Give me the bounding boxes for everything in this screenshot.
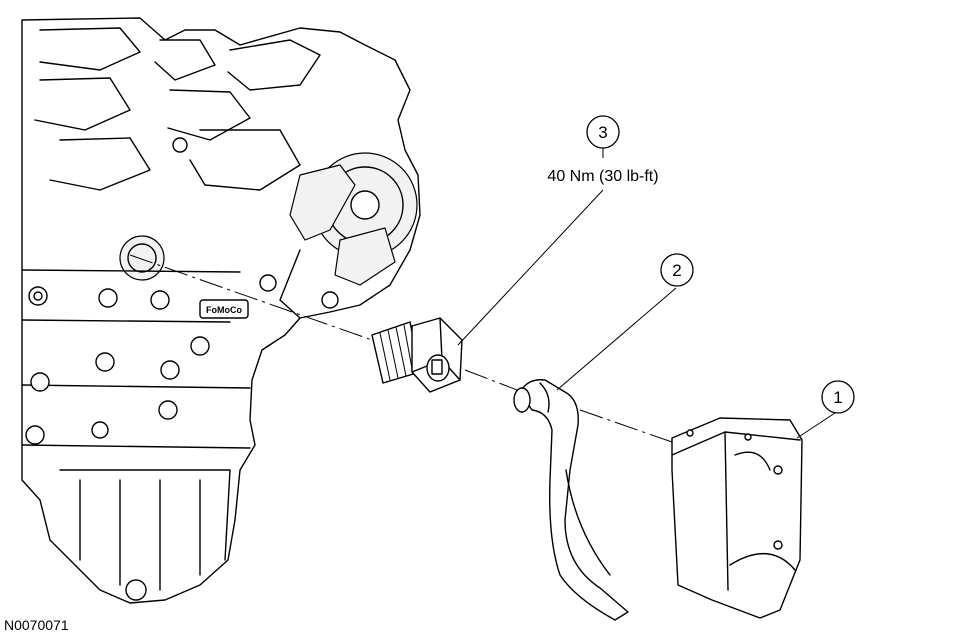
leader-line-1 xyxy=(796,412,836,439)
connector-shield-cover xyxy=(671,417,803,619)
callout-1: 1 xyxy=(821,380,855,414)
engine-block xyxy=(21,17,421,604)
callout-3-number: 3 xyxy=(598,123,607,142)
callout-1-number: 1 xyxy=(833,388,842,407)
figure-id-label: N0070071 xyxy=(4,617,69,633)
callout-2-number: 2 xyxy=(672,261,681,280)
callout-2: 2 xyxy=(660,253,694,287)
engine-badge-text: FoMoCo xyxy=(206,305,242,315)
sensor-electrical-connector xyxy=(513,379,629,621)
leader-line-2 xyxy=(556,287,677,391)
callout-3-torque-spec: 40 Nm (30 lb-ft) xyxy=(547,168,658,185)
callout-3: 3 xyxy=(586,115,620,149)
leader-line-3 xyxy=(457,148,604,346)
coolant-temperature-sensor xyxy=(371,317,463,393)
assembly-centerline xyxy=(129,254,673,443)
